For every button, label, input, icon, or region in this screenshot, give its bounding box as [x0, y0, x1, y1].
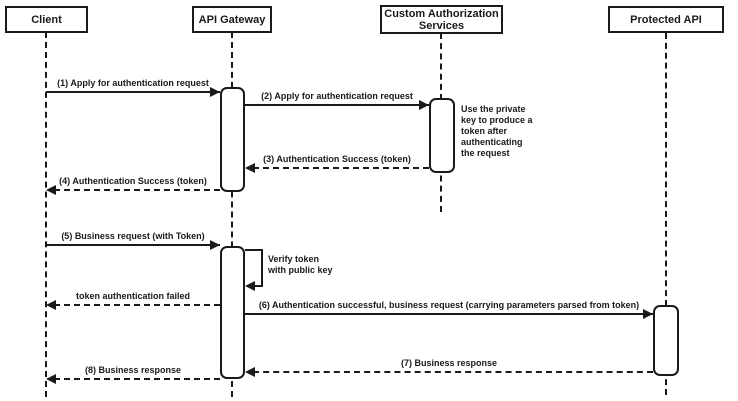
- self-message-loop-top: [245, 249, 263, 251]
- message-7-label: (6) Authentication successful, business …: [258, 300, 640, 310]
- message-8-label: (7) Business response: [400, 358, 498, 368]
- arrowhead-left-icon: [245, 281, 255, 291]
- arrowhead-right-icon: [643, 309, 653, 319]
- message-1-line: [46, 91, 220, 93]
- arrowhead-right-icon: [210, 87, 220, 97]
- arrowhead-left-icon: [46, 374, 56, 384]
- arrowhead-left-icon: [245, 367, 255, 377]
- self-message-loop-bottom: [255, 285, 263, 287]
- arrowhead-right-icon: [419, 100, 429, 110]
- activation-api-gateway-1: [220, 87, 245, 192]
- message-5-line: [46, 244, 220, 246]
- lifeline-api-gateway: [231, 32, 233, 397]
- actor-custom-authorization-services: Custom Authorization Services: [380, 5, 503, 34]
- arrowhead-left-icon: [46, 185, 56, 195]
- actor-client: Client: [5, 6, 88, 33]
- message-4-line: [54, 189, 220, 191]
- lifeline-protected-api: [665, 33, 667, 395]
- message-3-label: (3) Authentication Success (token): [263, 154, 411, 164]
- arrowhead-right-icon: [210, 240, 220, 250]
- note-private-key-text: Use the private key to produce a token a…: [461, 104, 533, 158]
- activation-api-gateway-2: [220, 246, 245, 379]
- message-9-label: (8) Business response: [84, 365, 182, 375]
- activation-custom-authorization: [429, 98, 455, 173]
- activation-protected-api: [653, 305, 679, 376]
- self-message-loop-side: [261, 249, 263, 286]
- message-1-label: (1) Apply for authentication request: [57, 78, 209, 88]
- message-9-line: [54, 378, 220, 380]
- message-6-line: [54, 304, 220, 306]
- message-7-line: [245, 313, 653, 315]
- arrowhead-left-icon: [245, 163, 255, 173]
- arrowhead-left-icon: [46, 300, 56, 310]
- message-6-label: token authentication failed: [75, 291, 190, 301]
- actor-protected-api: Protected API: [608, 6, 724, 33]
- message-2-line: [245, 104, 429, 106]
- message-4-label: (4) Authentication Success (token): [59, 176, 207, 186]
- message-8-line: [253, 371, 653, 373]
- actor-api-gateway: API Gateway: [192, 6, 272, 33]
- lifeline-client: [45, 32, 47, 397]
- message-5-label: (5) Business request (with Token): [61, 231, 205, 241]
- message-3-line: [253, 167, 429, 169]
- message-2-label: (2) Apply for authentication request: [261, 91, 413, 101]
- self-message-label: Verify token with public key: [268, 254, 333, 275]
